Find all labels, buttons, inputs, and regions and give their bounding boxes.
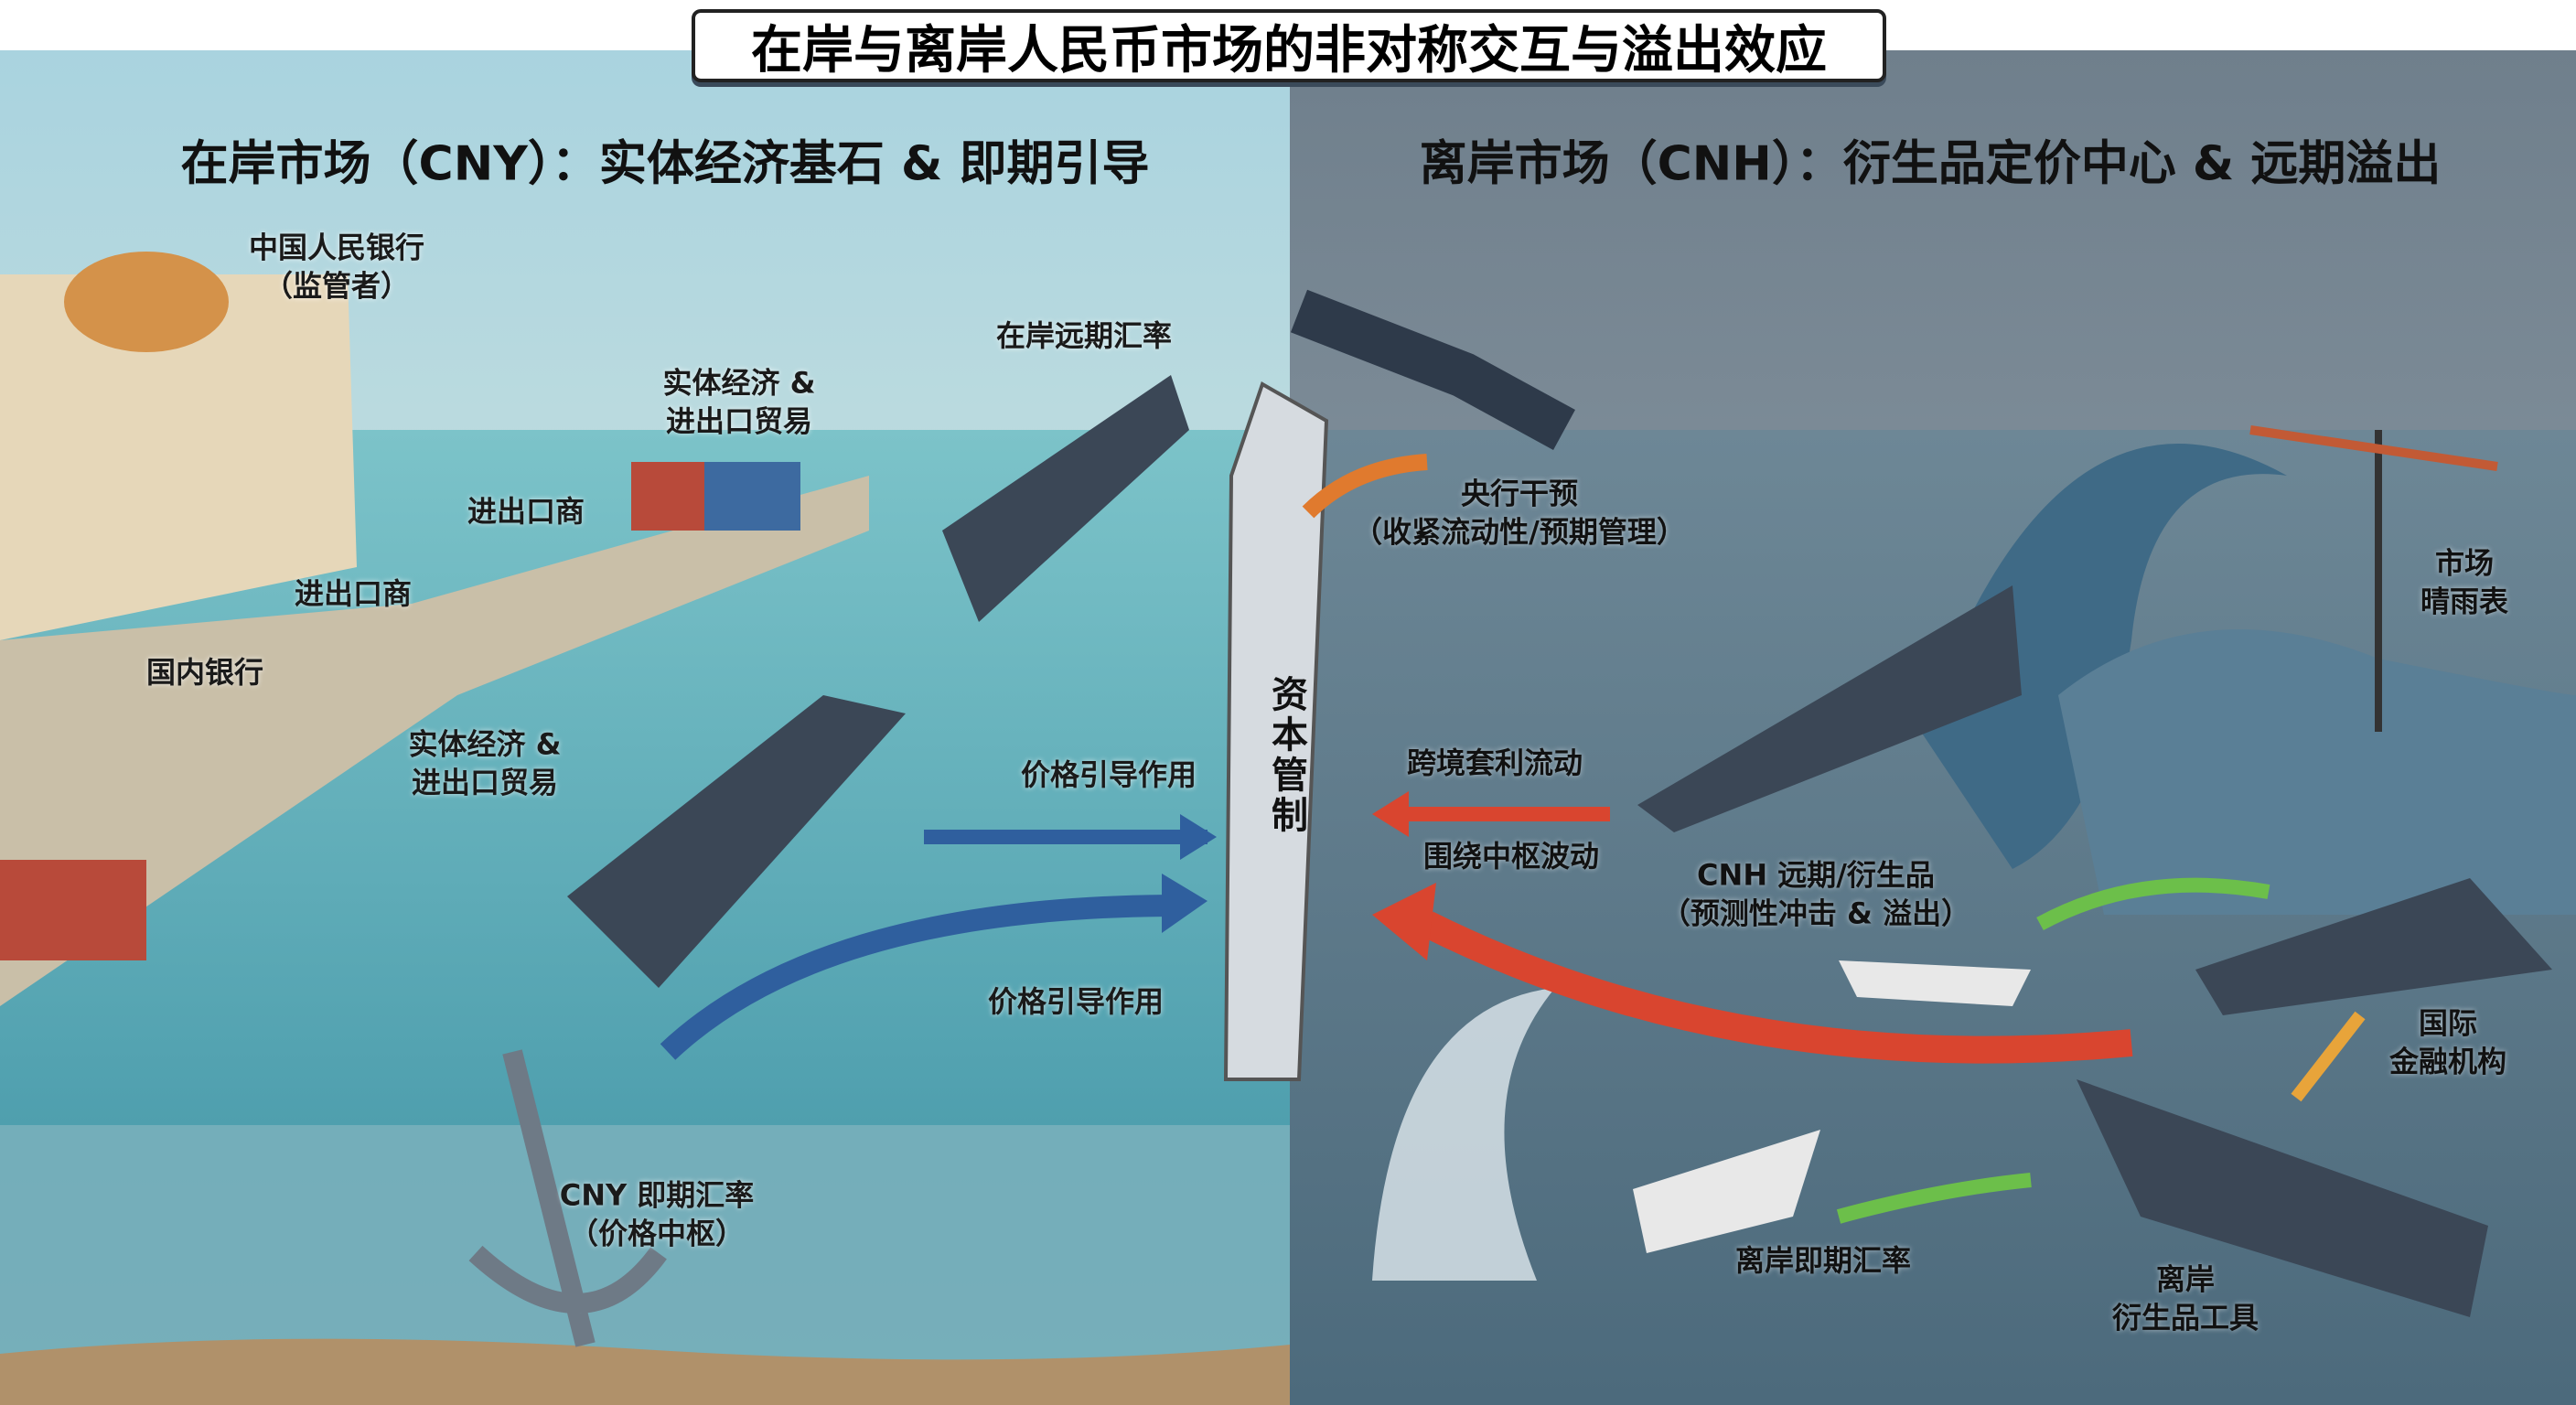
onshore-heading: 在岸市场（CNY）：实体经济基石 & 即期引导	[180, 136, 1150, 192]
real-economy-label: 实体经济 &进出口贸易	[662, 364, 815, 440]
pboc-name: 中国人民银行	[248, 230, 425, 265]
label-line: 央行干预	[1460, 476, 1579, 511]
label-line: 离岸	[2155, 1261, 2216, 1297]
speedboat	[1839, 960, 2031, 1006]
label-line: CNY 即期汇率	[559, 1177, 755, 1213]
arrow-head	[1372, 883, 1436, 960]
container	[0, 860, 146, 960]
label-line: 进出口贸易	[411, 765, 558, 799]
green-arrow	[2036, 877, 2270, 931]
capital-control-label: 资本管制	[1265, 675, 1307, 836]
label-line: 金融机构	[2388, 1044, 2507, 1078]
big-wave	[1921, 444, 2287, 869]
price-guide-label: 价格引导作用	[1020, 757, 1197, 793]
seabed	[0, 1338, 1290, 1405]
weather-vane-arrow	[2249, 425, 2498, 471]
arrow-head	[1162, 874, 1208, 933]
wave	[1372, 988, 1555, 1281]
label-line: （价格中枢）	[568, 1216, 745, 1250]
spillover-arrow	[1421, 911, 2133, 1064]
trader-label: 进出口商	[467, 494, 585, 530]
pboc-role: （监管者）	[263, 268, 411, 303]
barometer-label: 市场晴雨表	[2420, 544, 2508, 620]
price-guide-label: 价格引导作用	[987, 984, 1165, 1020]
ship-derivatives	[2077, 1079, 2488, 1317]
trader-label: 进出口商	[294, 576, 413, 612]
label-line: 衍生品工具	[2111, 1300, 2259, 1335]
arbitrage-label: 跨境套利流动	[1406, 745, 1583, 781]
bidirectional-arrow	[2291, 1011, 2366, 1102]
speedboat	[1633, 1130, 1820, 1253]
cny-spot-label: CNY 即期汇率（价格中枢）	[560, 1176, 755, 1252]
container	[704, 462, 800, 531]
ship-container	[2195, 878, 2552, 1015]
wave	[2058, 629, 2576, 915]
price-guide-arrow	[660, 895, 1181, 1060]
intervention-arrow	[1302, 454, 1428, 519]
label-line: 市场	[2434, 545, 2495, 581]
central-bank-building	[0, 274, 357, 640]
ship-onshore	[567, 695, 906, 988]
intl-institutions-label: 国际金融机构	[2389, 1004, 2506, 1080]
cnh-derivatives-label: CNH 远期/衍生品（预测性冲击 & 溢出）	[1661, 856, 1970, 932]
real-economy-label: 实体经济 &进出口贸易	[408, 725, 561, 801]
offshore-derivatives-label: 离岸衍生品工具	[2112, 1260, 2259, 1336]
arrow-head	[1180, 814, 1217, 860]
arrow-head	[1372, 791, 1409, 837]
label-line: （收紧流动性/预期管理）	[1353, 514, 1686, 549]
label-line: 进出口贸易	[665, 403, 812, 438]
fluctuation-label: 围绕中枢波动	[1422, 839, 1600, 874]
ship-offshore	[1637, 585, 2022, 832]
dock	[0, 476, 869, 1006]
label-line: 实体经济 &	[662, 365, 816, 401]
dome	[64, 252, 229, 352]
green-arrow	[1836, 1173, 2032, 1224]
label-line: 晴雨表	[2420, 584, 2509, 618]
label-line: CNH 远期/衍生品	[1697, 857, 1935, 893]
anchor-icon	[468, 1049, 667, 1347]
forward-rate-label: 在岸远期汇率	[995, 318, 1173, 354]
ship-onshore-forward	[942, 375, 1189, 622]
central-bank-hand	[1290, 289, 1575, 450]
label-line: 实体经济 &	[408, 726, 562, 762]
domestic-bank-label: 国内银行	[145, 655, 264, 691]
capital-control-pillar	[1223, 381, 1329, 1081]
pboc-label: 中国人民银行（监管者）	[249, 229, 424, 305]
offshore-heading: 离岸市场（CNH）：衍生品定价中心 & 远期溢出	[1419, 136, 2442, 192]
offshore-spot-label: 离岸即期汇率	[1734, 1243, 1912, 1279]
label-line: （预测性冲击 & 溢出）	[1660, 896, 1971, 930]
page-title: 在岸与离岸人民币市场的非对称交互与溢出效应	[692, 9, 1886, 82]
intervention-label: 央行干预（收紧流动性/预期管理）	[1353, 475, 1686, 551]
label-line: 国际	[2418, 1005, 2478, 1041]
